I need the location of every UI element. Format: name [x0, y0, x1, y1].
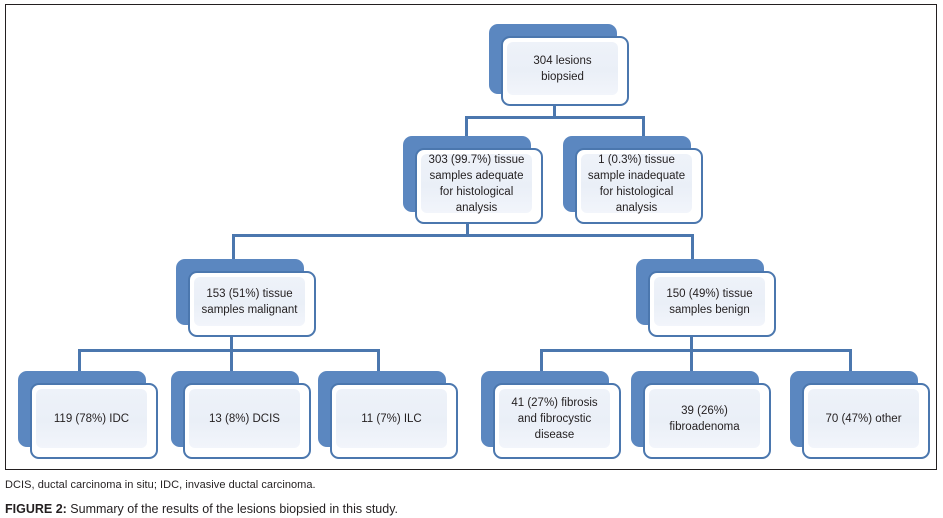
node-inadequate-label: 1 (0.3%) tissue sample inadequate for hi…: [587, 153, 686, 214]
connector-level1-bar: [465, 116, 645, 119]
node-fibroadenoma-inner: 39 (26%) fibroadenoma: [649, 389, 760, 448]
connector-to-dcis: [230, 349, 233, 371]
node-fibroadenoma-label: 39 (26%) fibroadenoma: [669, 404, 740, 433]
figure-caption-line: FIGURE 2: Summary of the results of the …: [5, 500, 937, 518]
node-root-inner: 304 lesions biopsied: [507, 42, 618, 95]
node-adequate[interactable]: 303 (99.7%) tissue samples adequate for …: [403, 136, 543, 224]
node-other-inner: 70 (47%) other: [808, 389, 919, 448]
connector-to-fibrosis: [540, 349, 543, 371]
node-ilc[interactable]: 11 (7%) ILC: [318, 371, 458, 459]
node-malignant-inner: 153 (51%) tissue samples malignant: [194, 277, 305, 326]
node-other-front: 70 (47%) other: [802, 383, 930, 459]
node-inadequate[interactable]: 1 (0.3%) tissue sample inadequate for hi…: [563, 136, 703, 224]
node-inadequate-inner: 1 (0.3%) tissue sample inadequate for hi…: [581, 153, 692, 214]
node-dcis-label: 13 (8%) DCIS: [209, 412, 280, 425]
connector-to-fibroadenoma: [690, 349, 693, 371]
connector-to-adequate: [465, 116, 468, 136]
node-malignant[interactable]: 153 (51%) tissue samples malignant: [176, 259, 316, 337]
node-idc-front: 119 (78%) IDC: [30, 383, 158, 459]
abbreviations-line: DCIS, ductal carcinoma in situ; IDC, inv…: [5, 479, 316, 491]
connector-adequate-down: [466, 220, 469, 237]
connector-to-malignant: [232, 234, 235, 259]
connector-malignant-down: [230, 334, 233, 351]
flowchart-canvas: 304 lesions biopsied 303 (99.7%) tissue …: [18, 24, 930, 459]
connector-to-other: [849, 349, 852, 371]
diagram-frame: [5, 4, 937, 470]
node-other[interactable]: 70 (47%) other: [790, 371, 930, 459]
node-adequate-label: 303 (99.7%) tissue samples adequate for …: [428, 153, 525, 214]
node-root-front: 304 lesions biopsied: [501, 36, 629, 106]
node-ilc-label: 11 (7%) ILC: [361, 412, 422, 425]
node-idc-inner: 119 (78%) IDC: [36, 389, 147, 448]
connector-to-idc: [78, 349, 81, 371]
connector-benign-down: [690, 334, 693, 351]
node-benign-front: 150 (49%) tissue samples benign: [648, 271, 776, 337]
node-fibrosis-inner: 41 (27%) fibrosis and fibrocystic diseas…: [499, 389, 610, 448]
figure-number-label: FIGURE 2:: [5, 502, 67, 516]
connector-to-benign: [691, 234, 694, 259]
connector-root-down: [553, 100, 556, 118]
connector-benign-bar: [540, 349, 852, 352]
node-malignant-front: 153 (51%) tissue samples malignant: [188, 271, 316, 337]
node-benign-label: 150 (49%) tissue samples benign: [666, 287, 753, 316]
node-dcis[interactable]: 13 (8%) DCIS: [171, 371, 311, 459]
node-adequate-front: 303 (99.7%) tissue samples adequate for …: [415, 148, 543, 224]
node-dcis-front: 13 (8%) DCIS: [183, 383, 311, 459]
node-fibroadenoma-front: 39 (26%) fibroadenoma: [643, 383, 771, 459]
node-fibrosis-front: 41 (27%) fibrosis and fibrocystic diseas…: [493, 383, 621, 459]
figure-caption-text: Summary of the results of the lesions bi…: [66, 502, 398, 516]
node-idc-label: 119 (78%) IDC: [53, 412, 130, 425]
node-fibrosis-label: 41 (27%) fibrosis and fibrocystic diseas…: [511, 396, 598, 441]
connector-to-inadequate: [642, 116, 645, 136]
node-benign-inner: 150 (49%) tissue samples benign: [654, 277, 765, 326]
node-inadequate-front: 1 (0.3%) tissue sample inadequate for hi…: [575, 148, 703, 224]
node-malignant-label: 153 (51%) tissue samples malignant: [201, 287, 298, 316]
node-ilc-front: 11 (7%) ILC: [330, 383, 458, 459]
node-benign[interactable]: 150 (49%) tissue samples benign: [636, 259, 776, 337]
node-fibrosis[interactable]: 41 (27%) fibrosis and fibrocystic diseas…: [481, 371, 621, 459]
connector-level2-bar: [232, 234, 694, 237]
connector-malignant-bar: [78, 349, 380, 352]
node-fibroadenoma[interactable]: 39 (26%) fibroadenoma: [631, 371, 771, 459]
node-root-label: 304 lesions biopsied: [533, 54, 592, 83]
node-adequate-inner: 303 (99.7%) tissue samples adequate for …: [421, 153, 532, 214]
node-root[interactable]: 304 lesions biopsied: [489, 24, 629, 106]
node-dcis-inner: 13 (8%) DCIS: [189, 389, 300, 448]
connector-to-ilc: [377, 349, 380, 371]
node-idc[interactable]: 119 (78%) IDC: [18, 371, 158, 459]
node-other-label: 70 (47%) other: [825, 412, 902, 425]
figure-caption-area: DCIS, ductal carcinoma in situ; IDC, inv…: [5, 478, 937, 518]
node-ilc-inner: 11 (7%) ILC: [336, 389, 447, 448]
